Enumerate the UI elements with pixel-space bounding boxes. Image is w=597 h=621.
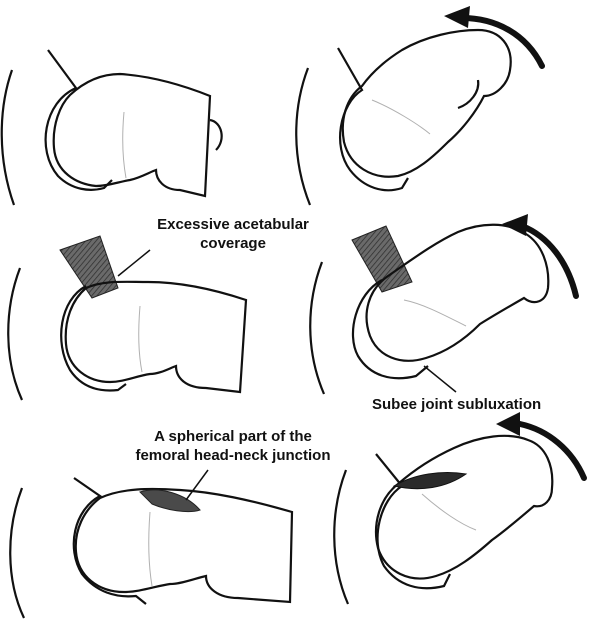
pelvis-outline [2,70,14,205]
acetabulum-rim [353,280,428,378]
pelvis-outline [334,470,348,604]
pelvis-outline [8,268,22,400]
acetabulum-rim [338,48,408,190]
pointer-line [424,366,456,392]
label-line: femoral head-neck junction [118,446,348,465]
label-aspherical-junction: A spherical part of the femoral head-nec… [118,427,348,465]
hip-subluxation-right [310,225,548,394]
label-subluxation: Subee joint subluxation [372,395,541,414]
pelvis-outline [10,488,24,618]
head-neck-line [139,306,142,372]
acetabulum-rim [61,286,126,390]
acetabular-overcoverage-shading [60,236,118,298]
femur-outline [66,282,246,392]
lesser-trochanter [458,80,478,108]
rotation-arrowhead [502,214,528,236]
hip-cam-impingement-right [334,436,552,604]
lesser-trochanter [210,120,222,150]
label-line: Excessive acetabular [138,215,328,234]
rotation-arrow [462,18,542,66]
pelvis-outline [310,262,324,394]
head-neck-line [149,512,152,586]
femur-outline [343,30,511,177]
pelvis-outline [296,68,310,205]
hip-normal-right [296,30,510,205]
label-line: coverage [138,234,328,253]
femur-outline [54,74,210,196]
acetabulum-rim [74,478,146,604]
hip-normal-left [2,50,222,205]
cam-impingement-bump [394,473,466,489]
label-excessive-acetabular-coverage: Excessive acetabular coverage [138,215,328,253]
hip-overcoverage-left [8,268,246,400]
pointer-line [186,470,208,500]
rotation-arrowhead [444,6,470,28]
femur-outline [376,436,552,579]
rotation-arrowhead [496,412,520,436]
head-neck-line [422,494,476,530]
pointer-line [118,250,150,276]
head-neck-line [372,100,430,134]
head-neck-line [123,112,126,178]
label-line: A spherical part of the [118,427,348,446]
head-neck-line [404,300,466,326]
